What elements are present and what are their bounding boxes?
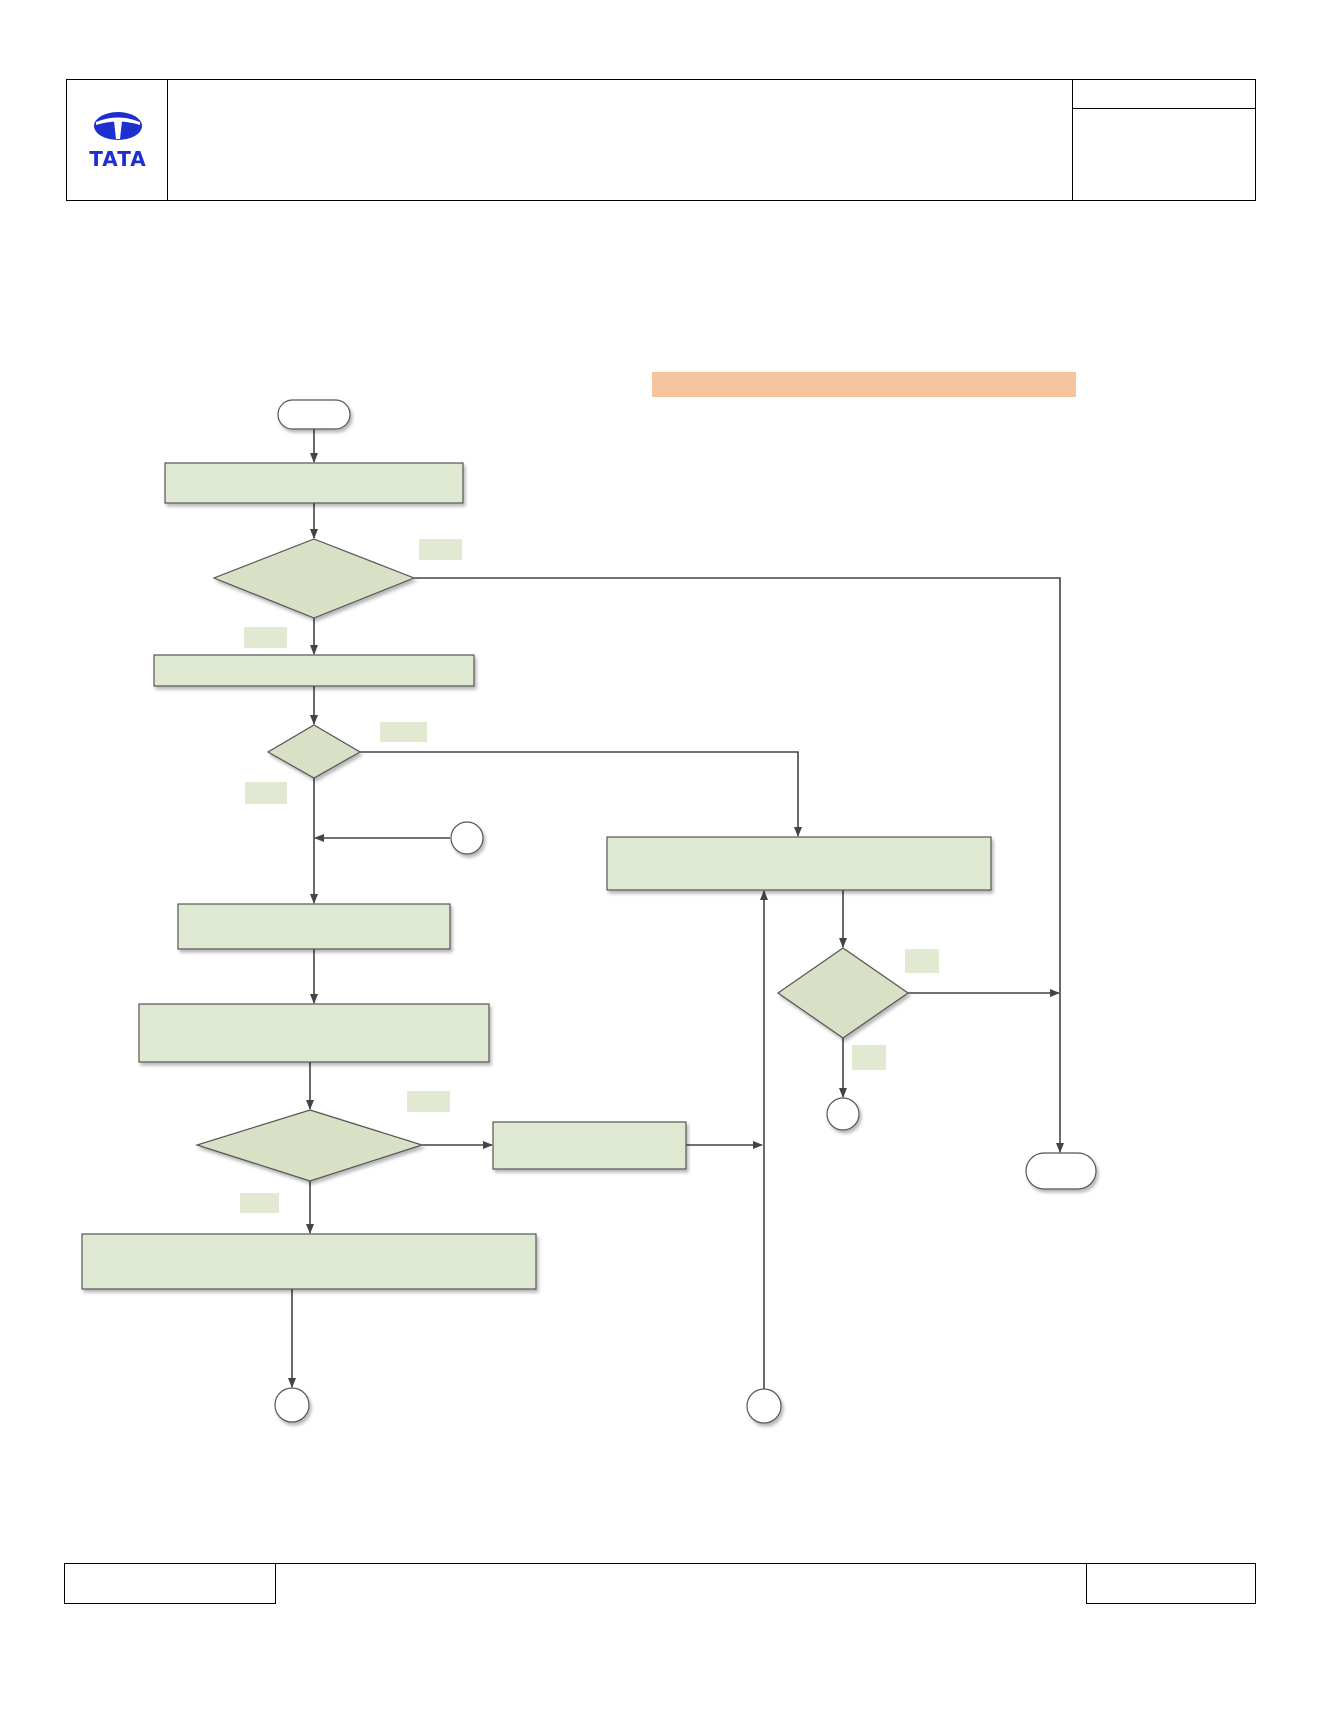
edge-label-l6 bbox=[240, 1193, 279, 1213]
logo-text: TATA bbox=[89, 147, 147, 171]
footer-right-box bbox=[1086, 1563, 1256, 1604]
node-p4 bbox=[138, 1003, 490, 1063]
edge-d2-p7 bbox=[360, 751, 802, 837]
edge-label-l4 bbox=[245, 782, 287, 804]
edge-label-l1 bbox=[419, 539, 462, 560]
header-right-divider bbox=[1072, 79, 1073, 201]
node-p6 bbox=[81, 1233, 537, 1290]
header-right-split bbox=[1072, 108, 1256, 109]
footer-right-text bbox=[1092, 1574, 1250, 1596]
edge-label-l2 bbox=[244, 627, 287, 648]
edge-label-l8 bbox=[852, 1045, 886, 1070]
edge-label-l7 bbox=[905, 949, 939, 973]
tata-logo: TATA bbox=[80, 104, 156, 174]
node-p2 bbox=[153, 654, 475, 687]
node-d3 bbox=[194, 1109, 424, 1182]
edges bbox=[288, 429, 1064, 1389]
edge-label-l3 bbox=[380, 722, 427, 742]
node-c2 bbox=[274, 1387, 310, 1423]
node-d2 bbox=[266, 724, 362, 779]
node-c3 bbox=[746, 1388, 782, 1424]
node-d1 bbox=[212, 538, 416, 619]
header-logo-divider bbox=[167, 79, 168, 201]
footer-left-text bbox=[70, 1574, 270, 1596]
node-end bbox=[1025, 1152, 1097, 1190]
node-start bbox=[277, 399, 351, 430]
node-p7 bbox=[606, 836, 992, 891]
highlight-banner bbox=[652, 372, 1076, 397]
node-c1 bbox=[450, 821, 484, 855]
footer-rule bbox=[275, 1563, 1087, 1564]
header-frame bbox=[66, 79, 1256, 201]
tata-logo-icon: TATA bbox=[89, 112, 147, 171]
footer-left-box bbox=[64, 1563, 276, 1604]
node-p3 bbox=[177, 903, 451, 950]
nodes bbox=[81, 399, 1097, 1424]
node-p5 bbox=[492, 1121, 687, 1170]
node-d4 bbox=[776, 947, 910, 1039]
node-p1 bbox=[164, 462, 464, 504]
edge-labels bbox=[240, 539, 939, 1213]
edge-label-l5 bbox=[407, 1091, 450, 1112]
node-c4 bbox=[826, 1097, 860, 1131]
edge-d1-end bbox=[414, 577, 1064, 1153]
footer-center-text bbox=[290, 1574, 1070, 1596]
